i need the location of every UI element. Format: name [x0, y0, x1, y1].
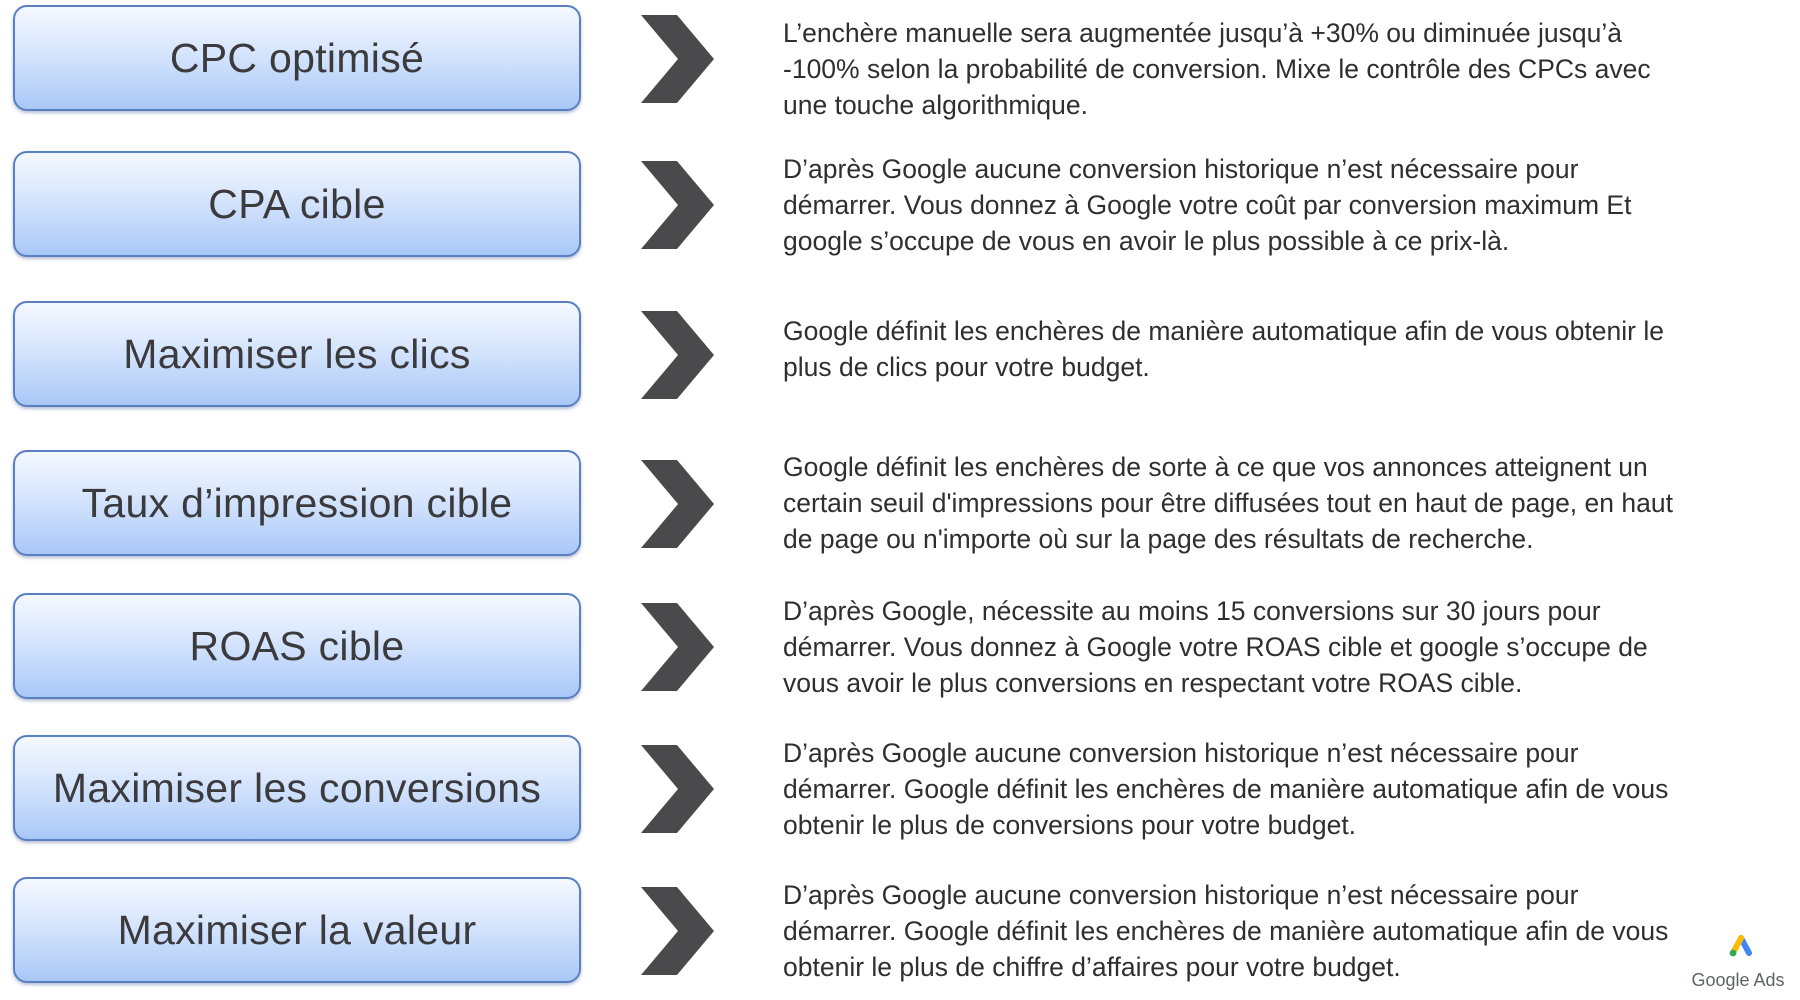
strategy-description: L’enchère manuelle sera augmentée jusqu’… [783, 15, 1768, 123]
description-line: démarrer. Google définit les enchères de… [783, 916, 1669, 946]
description-line: obtenir le plus de conversions pour votr… [783, 810, 1357, 840]
chevron-right-icon [641, 161, 714, 249]
strategy-pill-maximiser-clics: Maximiser les clics [13, 301, 581, 407]
description-line: certain seuil d'impressions pour être di… [783, 488, 1673, 518]
description-line: vous avoir le plus conversions en respec… [783, 668, 1523, 698]
chevron-right-icon [641, 460, 714, 548]
strategy-label: Maximiser la valeur [117, 906, 477, 953]
strategy-label: CPC optimisé [169, 34, 425, 81]
chevron-right-icon [641, 15, 714, 103]
strategy-pill-taux-impression-cible: Taux d’impression cible [13, 450, 581, 556]
description-line: plus de clics pour votre budget. [783, 352, 1150, 382]
strategy-label: Maximiser les conversions [52, 764, 542, 811]
chevron-right-icon [641, 745, 714, 833]
description-line: google s’occupe de vous en avoir le plus… [783, 226, 1510, 256]
strategy-description: Google définit les enchères de sorte à c… [783, 449, 1768, 557]
strategy-label: Taux d’impression cible [81, 479, 513, 526]
strategy-label: Maximiser les clics [123, 330, 471, 377]
strategy-pill-cpc-optimise: CPC optimisé [13, 5, 581, 111]
strategy-description: D’après Google aucune conversion histori… [783, 735, 1768, 843]
google-ads-logo-text: Google Ads [1691, 970, 1785, 990]
description-line: -100% selon la probabilité de conversion… [783, 54, 1651, 84]
chevron-right-icon [641, 311, 714, 399]
description-line: démarrer. Vous donnez à Google votre coû… [783, 190, 1632, 220]
strategy-label: ROAS cible [189, 622, 405, 669]
description-line: D’après Google aucune conversion histori… [783, 738, 1579, 768]
description-line: de page ou n'importe où sur la page des … [783, 524, 1534, 554]
description-line: D’après Google aucune conversion histori… [783, 880, 1579, 910]
description-line: obtenir le plus de chiffre d’affaires po… [783, 952, 1401, 982]
chevron-right-icon [641, 887, 714, 975]
google-ads-logo: Google Ads [1688, 935, 1788, 995]
strategy-description: D’après Google aucune conversion histori… [783, 877, 1768, 985]
strategy-pill-cpa-cible: CPA cible [13, 151, 581, 257]
description-line: démarrer. Vous donnez à Google votre ROA… [783, 632, 1648, 662]
strategy-description: D’après Google aucune conversion histori… [783, 151, 1768, 259]
strategy-pill-maximiser-valeur: Maximiser la valeur [13, 877, 581, 983]
strategy-description: Google définit les enchères de manière a… [783, 313, 1768, 385]
strategy-pill-roas-cible: ROAS cible [13, 593, 581, 699]
strategy-pill-maximiser-conversions: Maximiser les conversions [13, 735, 581, 841]
strategy-description: D’après Google, nécessite au moins 15 co… [783, 593, 1768, 701]
google-ads-logo-icon [1728, 935, 1754, 957]
description-line: L’enchère manuelle sera augmentée jusqu’… [783, 18, 1623, 48]
description-line: D’après Google, nécessite au moins 15 co… [783, 596, 1601, 626]
description-line: démarrer. Google définit les enchères de… [783, 774, 1669, 804]
description-line: une touche algorithmique. [783, 90, 1088, 120]
chevron-right-icon [641, 603, 714, 691]
strategy-label: CPA cible [208, 180, 386, 227]
description-line: D’après Google aucune conversion histori… [783, 154, 1579, 184]
description-line: Google définit les enchères de manière a… [783, 316, 1664, 346]
description-line: Google définit les enchères de sorte à c… [783, 452, 1648, 482]
